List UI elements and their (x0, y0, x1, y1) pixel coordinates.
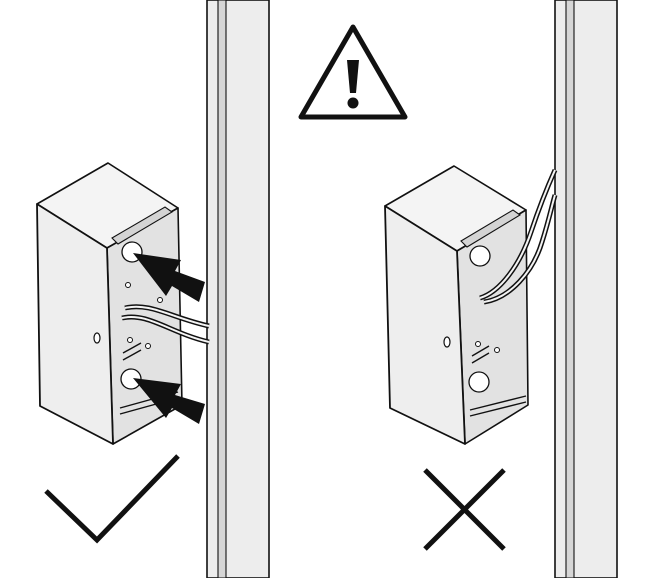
arrow-top-icon (133, 253, 205, 302)
knockout-small (494, 347, 500, 353)
box-screw-hole (93, 332, 101, 344)
box-ledge (111, 206, 174, 245)
check-mark-icon (44, 454, 180, 544)
cross-stroke-2 (423, 468, 506, 551)
box-slot (469, 401, 527, 417)
knockout-small (145, 343, 151, 349)
wall-frame-left-groove (217, 0, 227, 578)
cable-incorrect-1-highlight (479, 169, 556, 299)
wall-frame-left (206, 0, 270, 578)
box-slot (471, 352, 490, 364)
knockout-small (127, 337, 133, 343)
box-screw-hole (443, 336, 451, 348)
box-slot (122, 342, 142, 354)
knockout-top (469, 245, 491, 267)
wall-frame-right (554, 0, 618, 578)
knockout-bottom (468, 371, 490, 393)
wall-frame-left-body (206, 0, 270, 578)
box-ledge (460, 209, 522, 248)
knockout-small (157, 297, 163, 303)
box-slot (471, 345, 490, 357)
box-slot (122, 349, 142, 361)
warning-exclamation-bar (347, 60, 359, 93)
warning-exclamation-dot (347, 97, 359, 109)
cross-mark-icon (423, 468, 506, 551)
cable-correct-2-highlight (121, 315, 210, 343)
knockout-small (125, 282, 131, 288)
warning-triangle-icon (298, 24, 408, 120)
box-front-face (384, 205, 466, 445)
junction-box-incorrect (384, 165, 558, 445)
arrow-bottom-icon (133, 378, 205, 424)
cable-incorrect-2-highlight (483, 194, 556, 303)
junction-box-correct (36, 162, 210, 445)
cable-correct-1-highlight (124, 305, 210, 327)
wall-frame-right-groove (565, 0, 575, 578)
knockout-small (475, 341, 481, 347)
box-slot (469, 395, 527, 411)
wall-frame-right-body (554, 0, 618, 578)
box-front-face (36, 203, 114, 445)
